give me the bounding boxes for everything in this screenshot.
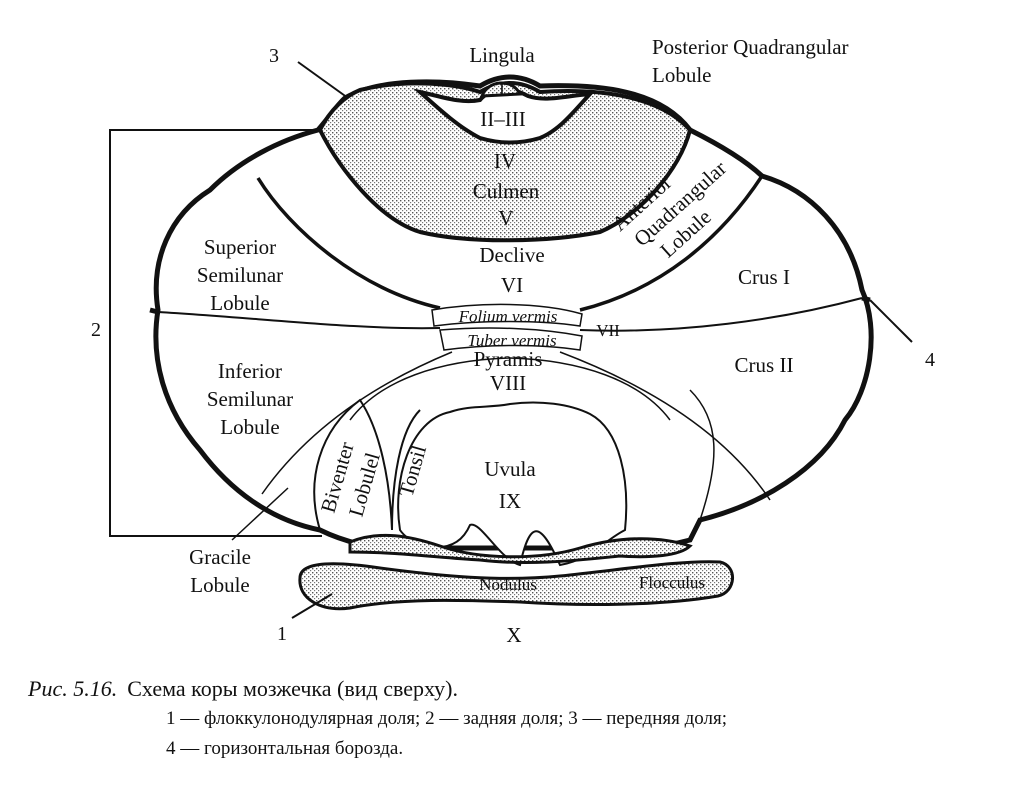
label-inferior-semilunar-2: Semilunar	[207, 387, 293, 411]
flocculonodular-lower	[298, 560, 734, 611]
label-lobe-II-III: II–III	[480, 107, 525, 131]
tonsil-band	[391, 409, 421, 531]
label-culmen: Culmen	[473, 179, 540, 203]
tuber-box	[439, 327, 583, 351]
pyramis-line	[349, 357, 671, 421]
fissure-left-lower	[261, 351, 453, 495]
anterior-lobe-culmen	[317, 81, 693, 243]
label-lobe-I: I	[499, 80, 505, 99]
lingula-I-shape	[479, 81, 523, 98]
fissure-right-upper	[579, 175, 764, 312]
label-flocculus: Flocculus	[639, 573, 705, 592]
label-declive: Declive	[479, 243, 544, 267]
posterior-lobe-bracket	[109, 129, 322, 537]
cerebellum-diagram: Lingula I II–III IV Culmen V Declive VI …	[91, 35, 935, 647]
label-gracile-2: Lobule	[190, 573, 249, 597]
label-crus-I: Crus I	[738, 265, 790, 289]
label-gracile-1: Gracile	[189, 545, 251, 569]
label-superior-semilunar-2: Semilunar	[197, 263, 283, 287]
label-posterior-quadrangular-1: Posterior Quadrangular	[652, 35, 849, 59]
horizontal-fissure	[157, 297, 863, 332]
fissure-left-upper	[256, 177, 441, 310]
label-lingula: Lingula	[469, 43, 535, 67]
gracile-pointer	[231, 487, 289, 541]
label-superior-semilunar-1: Superior	[204, 235, 276, 259]
folium-box	[431, 303, 583, 327]
uvula-shape	[397, 401, 628, 567]
label-superior-semilunar-3: Lobule	[210, 291, 269, 315]
label-lobe-X: X	[506, 623, 521, 647]
figure-caption: Рис. 5.16. Схема коры мозжечка (вид сверх…	[28, 674, 1008, 764]
callout-line-1	[291, 593, 333, 619]
label-tuber-vermis: Tuber vermis	[467, 331, 557, 350]
label-inferior-semilunar-1: Inferior	[218, 359, 282, 383]
label-inferior-semilunar-3: Lobule	[220, 415, 279, 439]
label-posterior-quadrangular-2: Lobule	[652, 63, 711, 87]
lingula-notch	[413, 87, 595, 145]
label-uvula: Uvula	[484, 457, 536, 481]
horizontal-fissure-ends	[149, 295, 871, 315]
callout-1: 1	[277, 623, 287, 645]
fissure-right-lower	[559, 351, 771, 501]
callout-4: 4	[925, 349, 935, 371]
label-lobe-VII: VII	[596, 321, 620, 340]
crus-lines	[689, 389, 715, 521]
label-lobe-V: V	[498, 206, 513, 230]
caption-line-2: 1 — флоккулонодулярная доля; 2 — задняя …	[166, 708, 728, 729]
label-nodulus: Nodulus	[479, 575, 537, 594]
biventer-band	[313, 398, 393, 531]
label-lobe-VIII: VIII	[490, 371, 526, 395]
label-folium-vermis: Folium vermis	[458, 307, 558, 326]
label-lobe-IV: IV	[494, 149, 516, 173]
callout-line-4	[869, 299, 913, 343]
caption-prefix: Рис. 5.16.	[28, 676, 118, 701]
label-lobe-IX: IX	[499, 489, 521, 513]
caption-title: Схема коры мозжечка (вид сверху).	[127, 676, 458, 701]
label-lobe-VI: VI	[501, 273, 523, 297]
label-pyramis: Pyramis	[474, 347, 543, 371]
callout-line-3	[297, 61, 349, 99]
callout-3: 3	[269, 45, 279, 67]
caption-line-3: 4 — горизонтальная борозда.	[166, 738, 404, 759]
callout-2: 2	[91, 319, 101, 341]
caption-title-line: Рис. 5.16. Схема коры мозжечка (вид сверх…	[28, 674, 1008, 704]
flocculonodular-upper	[348, 533, 693, 565]
label-crus-II: Crus II	[735, 353, 794, 377]
